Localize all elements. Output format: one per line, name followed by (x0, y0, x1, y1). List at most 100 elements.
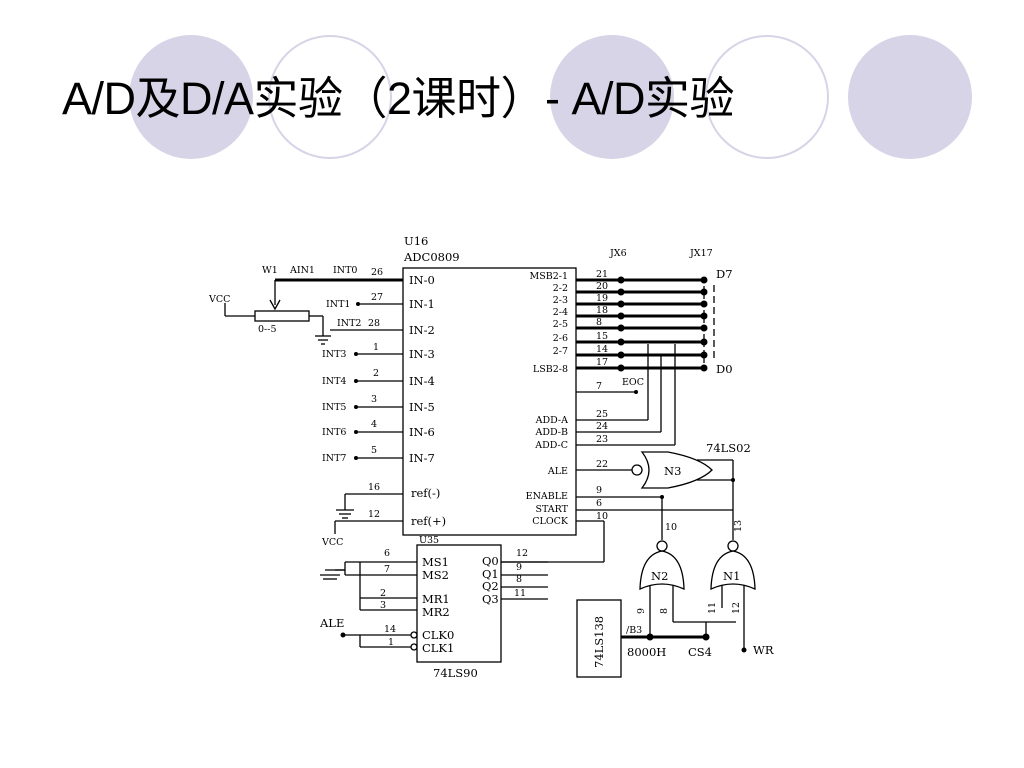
svg-text:INT3: INT3 (322, 349, 346, 360)
svg-text:ADD-A: ADD-A (535, 415, 568, 426)
svg-text:14: 14 (384, 624, 396, 635)
svg-text:25: 25 (596, 409, 608, 420)
svg-text:IN-7: IN-7 (409, 451, 435, 465)
svg-text:9: 9 (516, 562, 522, 573)
svg-text:22: 22 (596, 459, 608, 470)
svg-text:10: 10 (596, 511, 608, 522)
svg-text:Q2: Q2 (482, 579, 499, 593)
svg-text:18: 18 (596, 305, 608, 316)
svg-text:ADD-B: ADD-B (535, 427, 568, 438)
decor-circle-2 (550, 35, 674, 159)
counter-left-pin-numbers: 6 7 2 3 14 1 (380, 548, 396, 648)
n2-in-pin-b: 8 (659, 608, 670, 614)
svg-text:12: 12 (368, 509, 380, 520)
jx6-label: JX6 (609, 248, 627, 259)
svg-text:8: 8 (516, 574, 522, 585)
svg-text:14: 14 (596, 344, 608, 355)
decor-ring-2 (705, 35, 829, 159)
svg-text:6: 6 (596, 498, 602, 509)
adc-part-label: ADC0809 (403, 250, 460, 264)
svg-text:ADD-C: ADD-C (534, 440, 568, 451)
gate-chip-label: 74LS02 (706, 441, 751, 455)
svg-text:IN-4: IN-4 (409, 374, 435, 388)
n2-in-pin-a: 9 (636, 608, 647, 614)
counter-right-pins: Q0 Q1 Q2 Q3 (482, 554, 499, 606)
pot-net-label: AIN1 (289, 265, 315, 276)
wr-label: WR (753, 643, 774, 657)
svg-text:2-4: 2-4 (553, 307, 568, 318)
n1-out-pin: 13 (733, 520, 744, 532)
svg-text:2: 2 (373, 368, 379, 379)
svg-text:23: 23 (596, 434, 608, 445)
svg-text:START: START (535, 504, 568, 515)
svg-text:2: 2 (380, 588, 386, 599)
svg-text:16: 16 (368, 482, 380, 493)
74ls90-body (416, 544, 502, 663)
svg-text:24: 24 (596, 421, 608, 432)
eoc-label: EOC (622, 377, 644, 388)
svg-text:IN-2: IN-2 (409, 323, 435, 337)
svg-text:CLK1: CLK1 (422, 641, 454, 655)
svg-text:ref(+): ref(+) (411, 514, 446, 528)
n1-in-pin-b: 12 (731, 602, 742, 614)
svg-text:INT4: INT4 (322, 376, 346, 387)
svg-text:ref(-): ref(-) (411, 486, 440, 500)
svg-text:MR2: MR2 (422, 605, 450, 619)
svg-text:Q1: Q1 (482, 567, 499, 581)
svg-text:8: 8 (596, 317, 602, 328)
svg-text:INT1: INT1 (326, 299, 350, 310)
pot-range-label: 0--5 (258, 324, 277, 335)
svg-text:CLOCK: CLOCK (532, 516, 569, 527)
decoder-address-label: 8000H (627, 645, 666, 659)
gate-n1-label: N1 (723, 569, 740, 583)
svg-text:20: 20 (596, 281, 608, 292)
adc0809-body (402, 267, 577, 536)
svg-text:2-7: 2-7 (553, 346, 568, 357)
decor-circle-1 (129, 35, 253, 159)
svg-text:2-5: 2-5 (553, 319, 568, 330)
svg-text:26: 26 (371, 267, 383, 278)
svg-text:28: 28 (368, 318, 380, 329)
decoder-select-label: CS4 (688, 645, 712, 659)
decoder-part-label: 74LS138 (592, 616, 606, 668)
svg-text:IN-5: IN-5 (409, 400, 435, 414)
counter-ref-label: U35 (419, 535, 439, 546)
adc-right-pins: MSB2-1 2-2 2-3 2-4 2-5 2-6 2-7 LSB2-8 AD… (526, 271, 569, 527)
svg-text:1: 1 (373, 342, 379, 353)
svg-text:4: 4 (371, 419, 377, 430)
pot-ref-label: W1 (262, 265, 278, 276)
d7-label: D7 (716, 267, 733, 281)
svg-text:2-3: 2-3 (553, 295, 568, 306)
decor-ring-1 (268, 35, 392, 159)
svg-text:MS1: MS1 (422, 555, 449, 569)
n1-in-pin-a: 11 (707, 602, 718, 614)
d0-label: D0 (716, 362, 733, 376)
svg-text:INT2: INT2 (337, 318, 361, 329)
svg-text:Q3: Q3 (482, 592, 499, 606)
svg-text:LSB2-8: LSB2-8 (533, 364, 568, 375)
adc-ref-label: U16 (404, 234, 428, 248)
counter-left-pins: MS1 MS2 MR1 MR2 CLK0 CLK1 (422, 555, 454, 655)
svg-text:3: 3 (380, 600, 386, 611)
svg-text:IN-0: IN-0 (409, 273, 435, 287)
svg-text:INT5: INT5 (322, 402, 346, 413)
svg-text:INT0: INT0 (333, 265, 357, 276)
svg-text:21: 21 (596, 269, 608, 280)
svg-text:6: 6 (384, 548, 390, 559)
svg-text:IN-3: IN-3 (409, 347, 435, 361)
slide-title: A/D及D/A实验（2课时）- A/D实验 (62, 73, 735, 124)
vcc-top-label: VCC (208, 294, 230, 305)
svg-text:CLK0: CLK0 (422, 628, 454, 642)
svg-text:7: 7 (384, 564, 390, 575)
svg-text:5: 5 (371, 445, 377, 456)
svg-text:Q0: Q0 (482, 554, 499, 568)
ale-input-label: ALE (319, 616, 344, 630)
svg-text:12: 12 (516, 548, 528, 559)
svg-text:9: 9 (596, 485, 602, 496)
svg-text:IN-1: IN-1 (409, 297, 435, 311)
jx17-label: JX17 (689, 248, 713, 259)
svg-text:15: 15 (596, 331, 608, 342)
svg-text:7: 7 (596, 381, 602, 392)
svg-text:11: 11 (514, 588, 526, 599)
